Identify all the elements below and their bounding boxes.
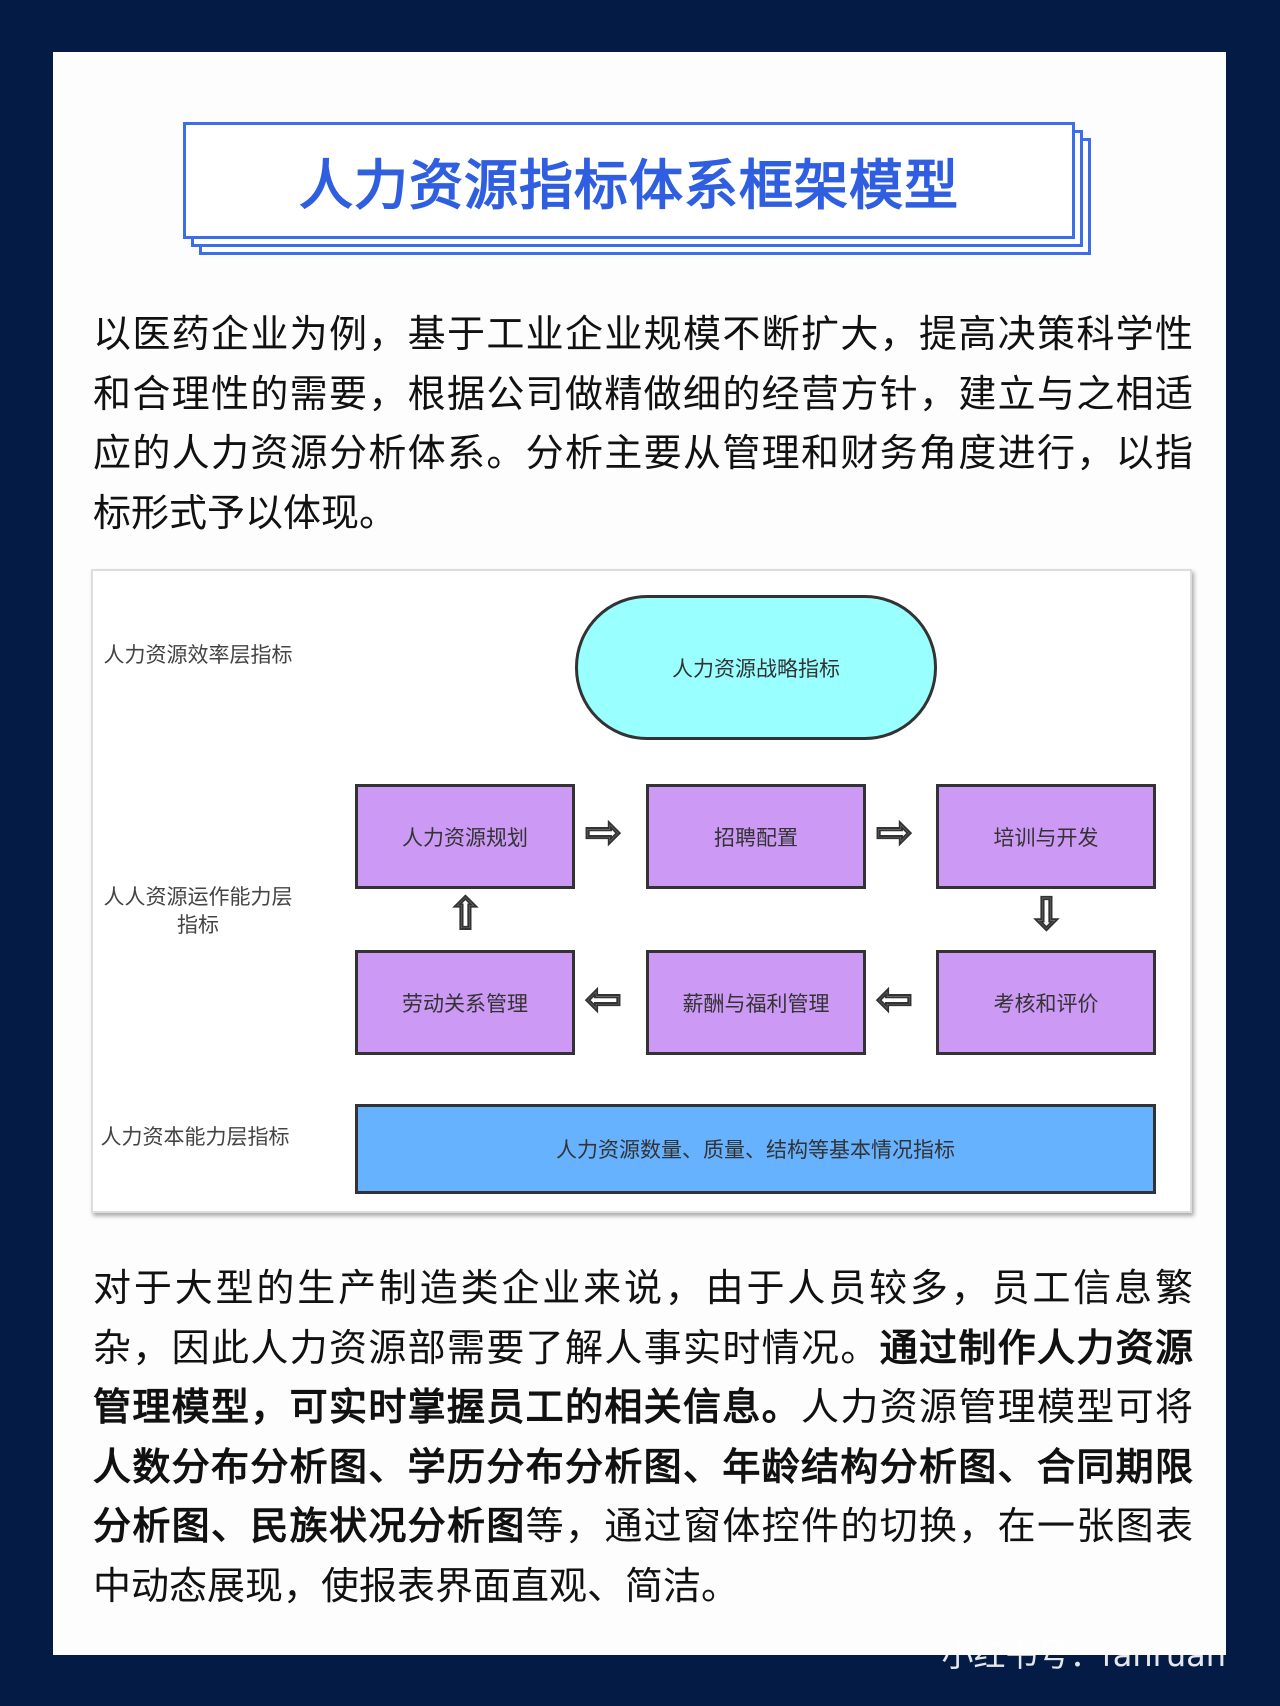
framework-diagram: 人力资源效率层指标 人人资源运作能力层指标 人力资本能力层指标 人力资源战略指标… (91, 569, 1192, 1213)
node-labor-relations: 劳动关系管理 (355, 950, 575, 1055)
body-bold-text: 人数分布分析图、学历分布分析图、年龄结构分析图、合同期限分析图、民族状况分析图 (93, 1444, 1193, 1549)
arrow-left-icon: ⇦ (875, 974, 914, 1025)
arrow-right-icon: ⇨ (584, 807, 623, 858)
arrow-up-icon: ⇧ (446, 889, 485, 940)
body-bold-text: 通过制作人力资源管理模型，可实时掌握员工的相关信息。 (93, 1325, 1193, 1430)
node-training: 培训与开发 (936, 784, 1156, 889)
node-hr-planning: 人力资源规划 (355, 784, 575, 889)
node-evaluation: 考核和评价 (936, 950, 1156, 1055)
node-recruitment: 招聘配置 (646, 784, 866, 889)
base-node: 人力资源数量、质量、结构等基本情况指标 (355, 1104, 1156, 1194)
body-text: 对于大型的生产制造类企业来说，由于人员较多，员工信息繁杂，因此人力资源部需要了解… (93, 1266, 1193, 1370)
intro-paragraph: 以医药企业为例，基于工业企业规模不断扩大，提高决策科学性和合理性的需要，根据公司… (93, 312, 1193, 535)
body-text: 人力资源管理模型可将 (800, 1385, 1193, 1429)
layer-label-capital: 人力资本能力层指标 (100, 1125, 290, 1149)
body-text: 等，通过窗体控件的切换，在一张图表中动态展现，使报表界面直观、简洁。 (93, 1504, 1193, 1608)
arrow-down-icon: ⇩ (1027, 889, 1066, 940)
strategy-node: 人力资源战略指标 (575, 595, 937, 740)
arrow-right-icon: ⇨ (875, 807, 914, 858)
layer-label-efficiency: 人力资源效率层指标 (103, 643, 293, 667)
page-title: 人力资源指标体系框架模型 (183, 122, 1075, 239)
arrow-left-icon: ⇦ (584, 974, 623, 1025)
body-paragraph: 对于大型的生产制造类企业来说，由于人员较多，员工信息繁杂，因此人力资源部需要了解… (93, 1259, 1193, 1616)
layer-label-operation: 人人资源运作能力层指标 (103, 885, 293, 937)
watermark: 小红书号：fanruan (941, 1636, 1227, 1674)
node-compensation: 薪酬与福利管理 (646, 950, 866, 1055)
